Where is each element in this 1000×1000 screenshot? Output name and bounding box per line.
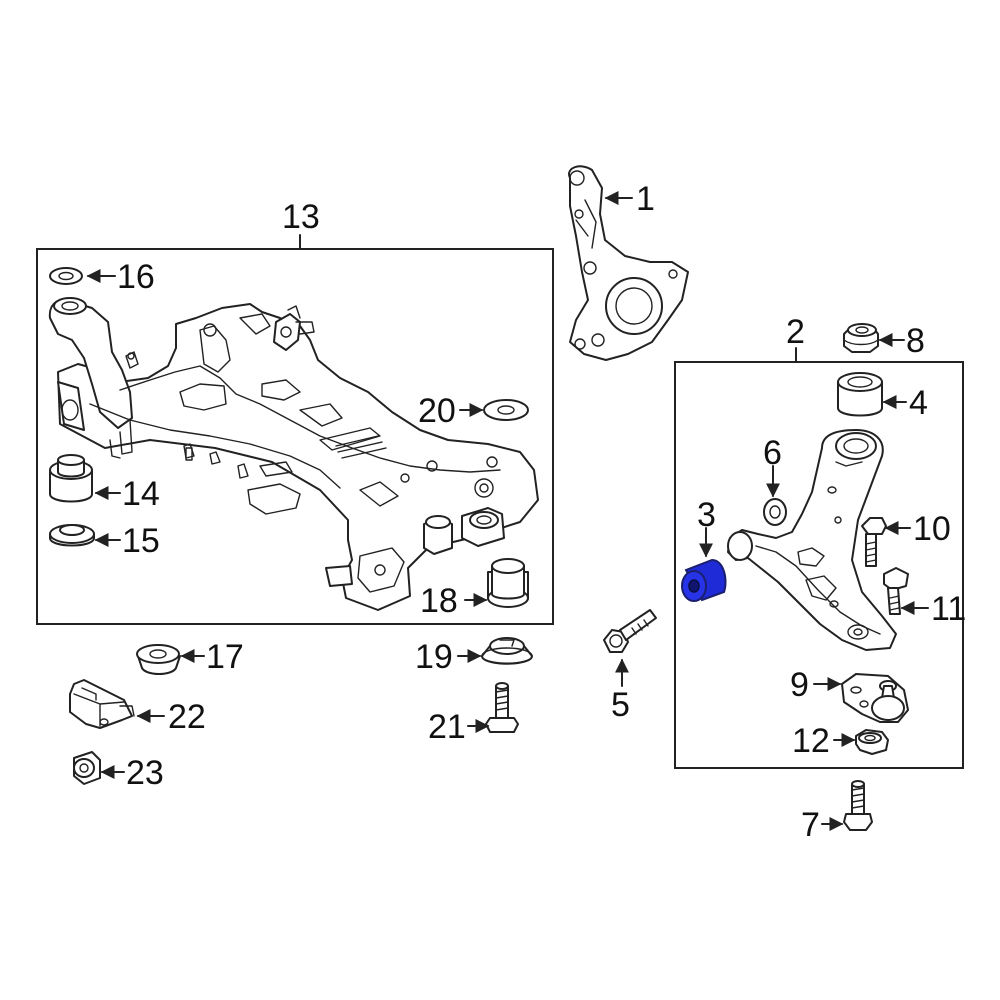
control-arm-bushing-4-part[interactable] (837, 372, 883, 417)
lower-control-arm-part[interactable] (727, 429, 897, 651)
callout-3[interactable]: 3 (697, 496, 716, 534)
callout-15[interactable]: 15 (122, 522, 160, 560)
callout-6[interactable]: 6 (763, 434, 782, 472)
bolt-11-part[interactable] (883, 567, 909, 615)
callout-9[interactable]: 9 (790, 666, 809, 704)
nut-8-part[interactable] (843, 323, 879, 353)
crossmember-washer-16-part[interactable] (49, 267, 83, 285)
bolt-7-part[interactable] (843, 780, 873, 831)
lower-control-arm-group-box (674, 361, 964, 769)
callout-20[interactable]: 20 (418, 392, 456, 430)
crossmember-bushing-14-part[interactable] (49, 454, 93, 503)
ball-joint-9-part[interactable] (841, 673, 909, 723)
bolt-10-part[interactable] (861, 517, 887, 567)
callout-12[interactable]: 12 (792, 722, 830, 760)
control-arm-bushing-3-part[interactable] (681, 558, 727, 602)
callout-7[interactable]: 7 (801, 806, 820, 844)
callout-16[interactable]: 16 (117, 258, 155, 296)
crossmember-bushing-18-part[interactable] (487, 558, 529, 608)
bolt-21-part[interactable] (485, 682, 519, 733)
callout-8[interactable]: 8 (906, 322, 925, 360)
callout-labels: 1 2 3 4 5 6 7 8 9 10 11 12 13 14 15 16 1… (117, 180, 966, 844)
callout-1[interactable]: 1 (636, 180, 655, 218)
crossmember-stopper-19-part[interactable] (481, 637, 533, 665)
callout-11[interactable]: 11 (931, 590, 966, 628)
callout-5[interactable]: 5 (611, 686, 630, 724)
crossmember-stopper-17-part[interactable] (136, 644, 181, 675)
crossmember-group-box (36, 248, 554, 625)
nut-12-part[interactable] (855, 729, 889, 755)
callout-19[interactable]: 19 (415, 638, 453, 676)
bolt-5-part[interactable] (603, 609, 657, 653)
callout-22[interactable]: 22 (168, 698, 206, 736)
crossmember-insulator-15-part[interactable] (49, 524, 95, 547)
callout-2[interactable]: 2 (786, 313, 805, 351)
callout-4[interactable]: 4 (909, 384, 928, 422)
callout-21[interactable]: 21 (428, 708, 466, 746)
washer-6-part[interactable] (763, 498, 787, 526)
bracket-22-part[interactable] (69, 679, 135, 729)
crossmember-washer-20-part[interactable] (483, 399, 529, 421)
callout-17[interactable]: 17 (206, 638, 244, 676)
callout-14[interactable]: 14 (122, 475, 160, 513)
nut-23-part[interactable] (73, 751, 101, 785)
callout-13[interactable]: 13 (282, 198, 320, 236)
callout-23[interactable]: 23 (126, 754, 164, 792)
callout-18[interactable]: 18 (420, 582, 458, 620)
leader-arrows (86, 191, 929, 831)
callout-10[interactable]: 10 (913, 510, 951, 548)
steering-knuckle-part[interactable] (568, 165, 689, 361)
front-crossmember-part[interactable] (48, 297, 539, 611)
